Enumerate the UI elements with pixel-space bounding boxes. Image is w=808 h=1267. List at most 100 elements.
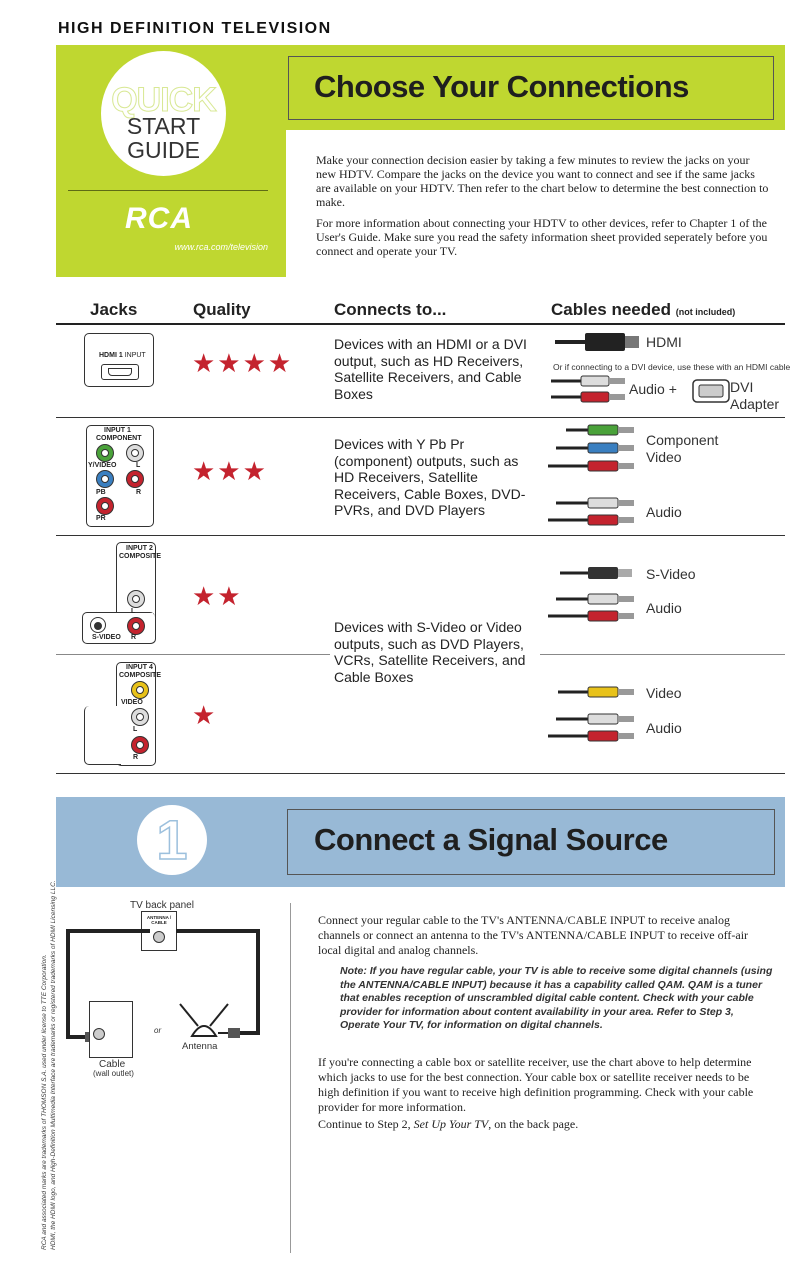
composite2-l-jack — [127, 590, 145, 608]
cable-label: Cable — [99, 1059, 126, 1070]
signal-paragraph-3: Continue to Step 2, Set Up Your TV, on t… — [318, 1117, 773, 1132]
antenna-label: Antenna — [182, 1041, 218, 1052]
signal-paragraph-2: If you're connecting a cable box or sate… — [318, 1055, 754, 1114]
video-cable-label: Video — [646, 685, 682, 701]
component-video-cables-icon — [548, 424, 634, 472]
composite4-l-jack — [131, 708, 149, 726]
component-audio-cables-icon — [548, 497, 634, 526]
composite2-panel-title: INPUT 2 — [126, 545, 153, 552]
composite2-panel-sub: COMPOSITE — [119, 553, 162, 560]
badge-divider — [68, 190, 268, 191]
document-header: HIGH DEFINITION TELEVISION — [58, 20, 332, 37]
wall-outlet-jack-icon — [93, 1028, 105, 1040]
antenna-icon — [179, 1003, 229, 1037]
jack-center — [136, 685, 144, 694]
component-panel-title: INPUT 1 — [104, 427, 131, 434]
svideo-audio-cables-icon — [548, 593, 634, 622]
composite-audio-label: Audio — [646, 720, 682, 736]
hdmi-jack-sub: INPUT — [124, 352, 146, 359]
component-pb-jack — [96, 470, 114, 488]
jack-center — [132, 594, 140, 603]
svideo-jack — [90, 617, 106, 633]
svideo-audio-label: Audio — [646, 600, 682, 616]
component-l-jack — [126, 444, 144, 462]
signal-note: Note: If you have regular cable, your TV… — [340, 965, 773, 1031]
hdmi-jack-panel: HDMI 1 INPUT — [84, 333, 154, 387]
hdmi-jack-label: HDMI 1 INPUT — [99, 352, 146, 359]
continue-text-c: , on the back page. — [488, 1117, 579, 1131]
cables-header-note: (not included) — [675, 307, 736, 317]
column-divider — [290, 903, 291, 1253]
component-label-pr: PR — [96, 515, 106, 522]
row-rule-1 — [56, 417, 785, 418]
legal-text: RCA and associated marks are trademarks … — [40, 550, 58, 1250]
hdmi-cable-label: HDMI — [646, 334, 682, 350]
dvi-adapter-icon — [692, 379, 730, 403]
col-header-cables: Cables needed (not included) — [551, 300, 735, 320]
col-header-jacks: Jacks — [90, 300, 138, 319]
coax-jack-icon — [153, 931, 165, 943]
row-rule-2 — [56, 535, 785, 536]
composite4-panel-title: INPUT 4 — [126, 664, 153, 671]
jack-center — [101, 448, 109, 457]
legal-line-2: HDMI, the HDMI logo, and High-Definition… — [50, 880, 57, 1250]
continue-link-text: Set Up Your TV — [413, 1117, 489, 1131]
component-pr-jack — [96, 497, 114, 515]
video-cable-icon — [558, 686, 634, 698]
composite2-label-l: L — [131, 608, 136, 615]
connections-intro-2: For more information about connecting yo… — [316, 216, 768, 258]
connections-title-box — [288, 56, 774, 120]
row-rule-3-left — [56, 654, 330, 655]
antenna-input-label: ANTENNA / CABLE — [146, 915, 172, 925]
dvi-adapter-label: DVI Adapter — [730, 379, 780, 412]
signal-paragraph-1: Connect your regular cable to the TV's A… — [318, 913, 749, 957]
table-header-rule — [56, 323, 785, 325]
quality-stars-composite: ★ — [192, 700, 218, 730]
composite4-video-jack — [131, 681, 149, 699]
guide-label: GUIDE — [127, 137, 200, 163]
connects-svideo-composite: Devices with S-Video or Video outputs, s… — [334, 619, 526, 685]
svideo-cable-icon — [560, 567, 632, 579]
connects-component: Devices with Y Pb Pr (component) outputs… — [334, 436, 526, 518]
start-label: START — [126, 113, 201, 139]
rca-logo: RCA — [125, 202, 193, 235]
jack-center — [136, 712, 144, 721]
component-r-jack — [126, 470, 144, 488]
hdmi-cable-icon — [555, 333, 639, 351]
signal-title-box — [287, 809, 775, 875]
connects-hdmi: Devices with an HDMI or a DVI output, su… — [334, 336, 527, 402]
col-header-quality: Quality — [193, 300, 251, 319]
continue-text-a: Continue to Step 2, — [318, 1117, 414, 1131]
component-label-pb: PB — [96, 489, 106, 496]
col-header-connects: Connects to... — [334, 300, 447, 319]
jack-center — [136, 740, 144, 749]
jack-center — [131, 474, 139, 483]
table-bottom-rule — [56, 773, 785, 774]
row-rule-3-right — [540, 654, 785, 655]
or-label: or — [154, 1026, 162, 1035]
jack-center — [132, 621, 140, 630]
component-label-y: Y/VIDEO — [88, 462, 117, 469]
wall-outlet — [89, 1001, 133, 1058]
wall-outlet-label: (wall outlet) — [93, 1069, 134, 1078]
component-label-r: R — [136, 489, 142, 496]
quality-stars-component: ★★★ — [192, 456, 268, 486]
component-y-jack — [96, 444, 114, 462]
composite4-label-l: L — [133, 726, 138, 733]
composite4-r-jack — [131, 736, 149, 754]
component-video-label-top: Component Video — [646, 432, 736, 466]
step-number: 1 — [156, 807, 189, 872]
jack-center — [101, 474, 109, 483]
hdmi-port-icon — [101, 364, 139, 380]
composite4-jack-panel-ext — [84, 706, 121, 765]
jack-center — [131, 448, 139, 457]
composite4-label-r: R — [133, 754, 139, 761]
tv-back-panel-label: TV back panel — [130, 900, 194, 911]
composite2-r-jack — [127, 617, 145, 635]
legal-line-1: RCA and associated marks are trademarks … — [41, 954, 48, 1250]
connections-intro-1: Make your connection decision easier by … — [316, 153, 769, 209]
component-label-l: L — [136, 462, 141, 469]
svideo-label: S-VIDEO — [92, 634, 121, 641]
component-audio-label: Audio — [646, 504, 706, 521]
composite4-panel-sub: COMPOSITE — [119, 672, 162, 679]
